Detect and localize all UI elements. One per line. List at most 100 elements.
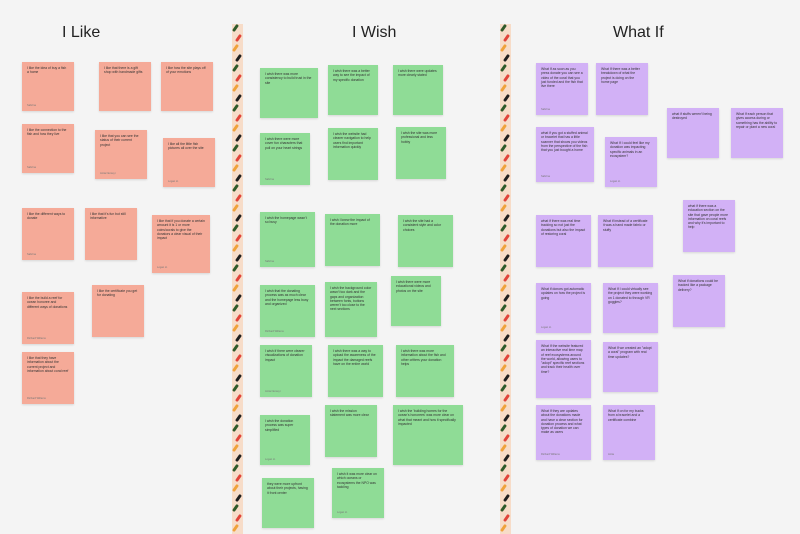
sticky-note[interactable]: I wish it was more clear on which oceans… — [332, 468, 384, 518]
leaf-pattern-icon — [500, 423, 508, 433]
note-text: I like the different ways to donate — [27, 212, 66, 221]
note-text: I like the connection to the fish and ho… — [27, 128, 67, 137]
sticky-note[interactable]: I wish the donation process was super si… — [260, 415, 310, 465]
note-text: I wish there were more educational video… — [396, 280, 431, 293]
sticky-note[interactable]: I like the build a reef for ocean honore… — [22, 292, 74, 344]
sticky-note[interactable]: I like that you can see the status of th… — [95, 130, 147, 179]
note-author: Logan H. — [168, 180, 179, 183]
sticky-note[interactable]: what if stuffs weren't being destroyed — [667, 108, 719, 158]
sticky-note[interactable]: What If there was a better breakdown of … — [596, 63, 648, 115]
leaf-pattern-icon — [500, 43, 508, 53]
note-text: What If we created an "adopt a coral" pr… — [608, 346, 652, 359]
sticky-note[interactable]: I wish there were updates more clearly s… — [393, 65, 443, 115]
leaf-pattern-icon — [232, 383, 240, 393]
sticky-note[interactable]: what if there was real time tracking so … — [536, 215, 591, 267]
sticky-note[interactable]: I like all the little fish pictures all … — [163, 138, 215, 187]
leaf-pattern-icon — [502, 513, 511, 523]
leaf-pattern-icon — [232, 323, 240, 333]
sticky-note[interactable]: What if instead of a certificate it was … — [598, 215, 653, 267]
leaf-pattern-icon — [502, 313, 511, 323]
note-text: I wish that the donating process was as … — [265, 289, 309, 306]
column-divider — [500, 24, 511, 534]
note-text: what if there was real time tracking so … — [541, 219, 586, 236]
note-text: What If I could feel like my donation wa… — [610, 141, 650, 158]
sticky-note[interactable]: What If I could feel like my donation wa… — [605, 137, 657, 187]
note-text: What if donors got automatic updates on … — [541, 287, 586, 300]
sticky-note[interactable]: I wish there was a way to upload the awa… — [328, 345, 383, 397]
note-text: I wish the mission statement was more cl… — [330, 409, 369, 418]
sticky-note[interactable]: I wish there was more consistency to bui… — [260, 68, 318, 118]
note-author: Anita Nemeyi — [100, 172, 116, 175]
sticky-note[interactable]: I wish the website had clearer navigatio… — [328, 128, 378, 180]
column-title-i-like: I Like — [62, 24, 101, 41]
sticky-note[interactable]: What If we created an "adopt a coral" pr… — [603, 342, 658, 392]
sticky-note[interactable]: I wish there was more information about … — [396, 345, 454, 397]
leaf-pattern-icon — [500, 283, 508, 293]
leaf-pattern-icon — [232, 463, 240, 473]
leaf-pattern-icon — [502, 373, 511, 383]
leaf-pattern-icon — [500, 24, 508, 33]
sticky-note[interactable]: I like the connection to the fish and ho… — [22, 124, 74, 173]
leaf-pattern-icon — [234, 113, 243, 123]
sticky-note[interactable]: I like the certificate you get for donat… — [92, 285, 144, 337]
sticky-note[interactable]: What If the website featured an interact… — [536, 340, 591, 398]
leaf-pattern-icon — [232, 143, 240, 153]
note-text: I like all the little fish pictures all … — [168, 142, 204, 151]
note-text: What If I could virtually see the projec… — [608, 287, 653, 304]
leaf-pattern-icon — [232, 243, 240, 253]
sticky-note[interactable]: What If I could virtually see the projec… — [603, 283, 658, 333]
leaf-pattern-icon — [500, 503, 508, 513]
leaf-pattern-icon — [234, 93, 243, 103]
leaf-pattern-icon — [502, 233, 511, 243]
sticky-note[interactable]: they were more upfront about their proje… — [262, 478, 314, 528]
sticky-note[interactable]: What if donors got automatic updates on … — [536, 283, 591, 333]
sticky-note[interactable]: I wish the 'building homes for the ocean… — [393, 405, 463, 465]
leaf-pattern-icon — [502, 173, 511, 183]
sticky-note[interactable]: what if you got a stuffed animal or brac… — [536, 127, 594, 182]
sticky-note[interactable]: I wish the background color wasn't too d… — [325, 282, 377, 337]
note-author: Logan H. — [337, 511, 348, 514]
sticky-note[interactable]: I wish the mission statement was more cl… — [325, 405, 377, 457]
sticky-note[interactable]: I like that there is a gift shop with ha… — [99, 62, 151, 111]
sticky-note[interactable]: What If they are updates about the donat… — [536, 405, 591, 460]
sticky-note[interactable]: I wish the site had a consistent style a… — [398, 215, 453, 267]
sticky-note[interactable]: I like that if you donate a certain amou… — [152, 215, 210, 273]
sticky-note[interactable]: I like how the site plays off of your em… — [161, 62, 213, 111]
note-text: I wish the background color wasn't too d… — [330, 286, 372, 312]
note-text: what if stuffs weren't being destroyed — [672, 112, 712, 121]
sticky-note[interactable]: I like that it's fun but still informati… — [85, 208, 137, 260]
note-text: I wish there was a better way to see the… — [333, 69, 370, 82]
note-text: What If as soon as you press donate you … — [541, 67, 583, 89]
leaf-pattern-icon — [500, 143, 508, 153]
note-text: I like how the site plays off of your em… — [166, 66, 206, 75]
sticky-note[interactable]: I wish that the donating process was as … — [260, 285, 315, 337]
leaf-pattern-icon — [232, 203, 240, 213]
sticky-note[interactable]: I like that they have information about … — [22, 352, 74, 404]
note-author: Logan H. — [541, 326, 552, 329]
sticky-note[interactable]: What If each person that gives access du… — [731, 108, 783, 158]
sticky-note[interactable]: What If on for my bucks from a bracelet … — [603, 405, 655, 460]
note-author: Logan H. — [265, 458, 276, 461]
note-text: what if there was a education section on… — [688, 204, 728, 230]
sticky-note[interactable]: I wish I knew the impact of the donation… — [325, 214, 380, 266]
leaf-pattern-icon — [234, 353, 243, 363]
sticky-note[interactable]: what if there was a education section on… — [683, 200, 735, 252]
sticky-note[interactable]: I wish there was a better way to see the… — [328, 65, 378, 115]
leaf-pattern-icon — [502, 293, 511, 303]
leaf-pattern-icon — [234, 213, 243, 223]
sticky-note[interactable]: I wish the site was more professional an… — [396, 127, 446, 179]
sticky-note[interactable]: What If as soon as you press donate you … — [536, 63, 588, 115]
leaf-pattern-icon — [232, 283, 240, 293]
sticky-note[interactable]: What if donations could be tracked like … — [673, 275, 725, 327]
sticky-note[interactable]: I wish if there were clearer visualizati… — [260, 345, 312, 397]
leaf-pattern-icon — [234, 313, 243, 323]
leaf-pattern-icon — [232, 103, 240, 113]
leaf-pattern-icon — [232, 423, 240, 433]
sticky-note[interactable]: I wish there were more cover fun charact… — [260, 133, 310, 185]
sticky-note[interactable]: I wish there were more educational video… — [391, 276, 441, 326]
leaf-pattern-icon — [232, 163, 240, 173]
note-text: I wish the 'building homes for the ocean… — [398, 409, 456, 426]
